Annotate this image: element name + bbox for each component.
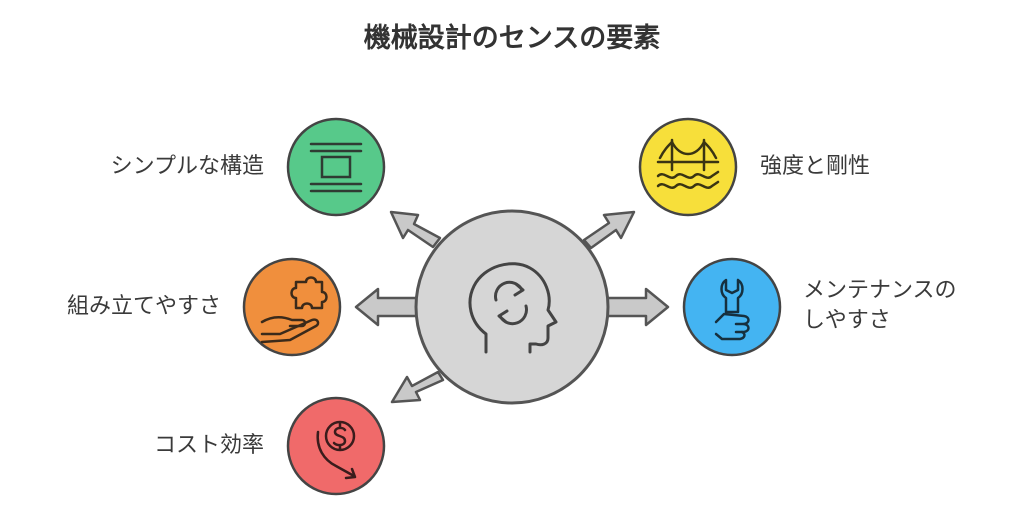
label-strength: 強度と剛性 xyxy=(760,154,871,179)
node-simple-structure xyxy=(286,117,386,217)
arrow-upper-right xyxy=(582,210,636,250)
label-maintenance-line1: メンテナンスの xyxy=(803,278,957,303)
arrow-upper-left xyxy=(389,210,442,249)
arrows xyxy=(354,210,670,404)
label-maintenance: メンテナンスの しやすさ xyxy=(803,276,957,336)
label-cost: コスト効率 xyxy=(153,433,264,458)
node-cost xyxy=(286,396,386,496)
dollar-down-icon xyxy=(316,420,357,480)
bridge-icon xyxy=(656,138,720,189)
arrow-left xyxy=(354,287,420,327)
center-node xyxy=(414,209,610,405)
node-assembly xyxy=(242,257,342,357)
wrench-thumb-icon xyxy=(714,278,750,341)
layout-icon xyxy=(309,142,363,193)
head-cycle-icon xyxy=(468,262,558,354)
label-assembly: 組み立てやすさ xyxy=(66,294,221,319)
label-simple-structure: シンプルな構造 xyxy=(110,154,264,179)
page-title: 機械設計のセンスの要素 xyxy=(363,23,661,54)
node-strength xyxy=(638,117,738,217)
node-maintenance xyxy=(682,257,782,357)
label-maintenance-line2: しやすさ xyxy=(803,308,891,333)
arrow-lower-left xyxy=(390,370,445,404)
arrow-right xyxy=(604,287,670,327)
puzzle-hand-icon xyxy=(260,276,328,344)
